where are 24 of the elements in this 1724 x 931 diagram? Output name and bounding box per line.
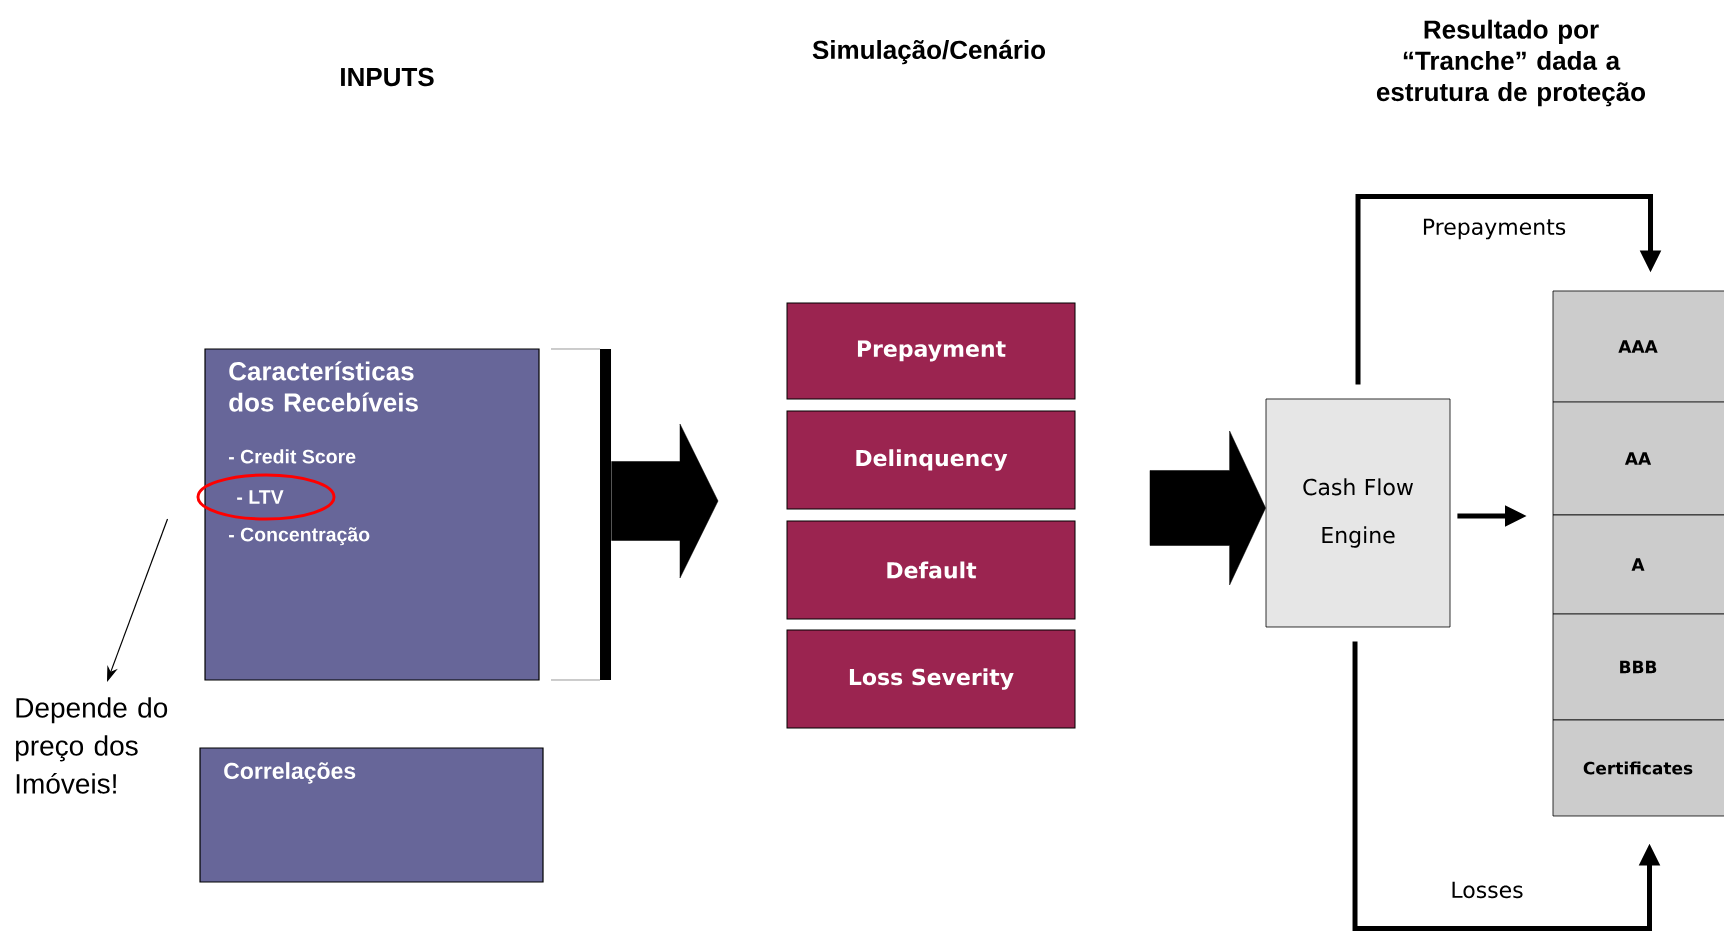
- column-heading: INPUTS: [341, 67, 434, 87]
- tranche-box: BBB: [1552, 613, 1724, 721]
- node-label: AA: [1624, 452, 1652, 465]
- column-heading: Simulação/Cenário: [812, 39, 1046, 65]
- tranche-box: A: [1552, 514, 1724, 615]
- note-text: Depende do preço dos Imóveis!: [16, 697, 168, 794]
- block-arrow: [611, 423, 719, 579]
- tranche-box: AA: [1552, 401, 1724, 516]
- scenario-box: Delinquency: [786, 410, 1076, 510]
- tranche-box: Certificates: [1552, 719, 1724, 817]
- column-heading: Resultado por “Tranche” dada a estrutura de proteção: [1376, 19, 1646, 107]
- node-label: A: [1631, 558, 1645, 571]
- engine-box: Cash Flow Engine: [1265, 398, 1451, 628]
- edge-label: Prepayments: [1419, 216, 1569, 242]
- edge-label: Losses: [1448, 879, 1526, 901]
- input-box: Correlações: [199, 747, 544, 883]
- node-label: BBB: [1620, 660, 1657, 674]
- block-arrow: [1149, 430, 1266, 586]
- scenario-box: Prepayment: [786, 302, 1076, 400]
- scenario-box: Default: [786, 520, 1076, 620]
- flow-arrow: [1355, 194, 1662, 385]
- scenario-box: Loss Severity: [786, 629, 1076, 729]
- tranche-box: AAA: [1552, 290, 1724, 403]
- node-label: AAA: [1618, 340, 1658, 353]
